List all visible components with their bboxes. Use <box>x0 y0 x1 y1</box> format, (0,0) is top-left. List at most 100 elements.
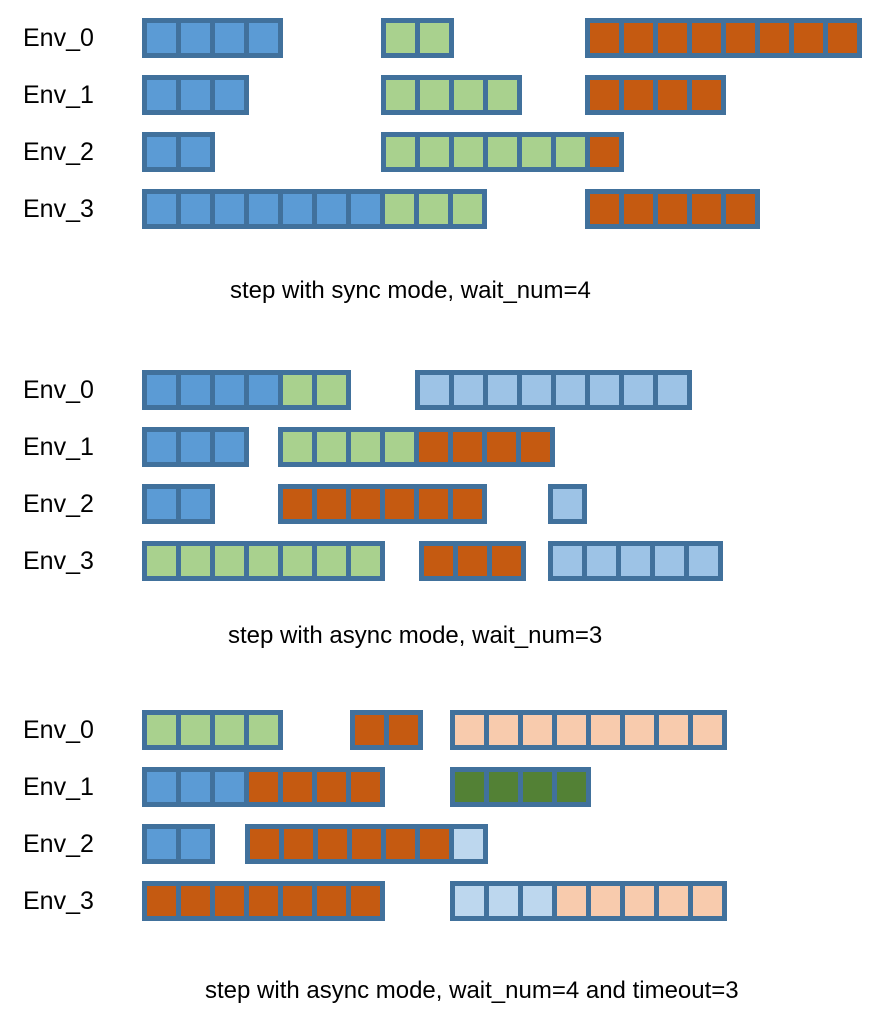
step-cell-peach <box>591 886 620 916</box>
step-cell-orange <box>351 886 380 916</box>
step-cell-blue <box>147 432 176 462</box>
step-cell-green <box>386 23 415 53</box>
step-cell-orange <box>250 829 279 859</box>
step-cell-green <box>181 546 210 576</box>
step-cell-blue <box>181 80 210 110</box>
step-cell-orange <box>318 829 347 859</box>
step-cell-blue <box>147 489 176 519</box>
step-cell-peach <box>489 715 518 745</box>
step-cell-peach <box>591 715 620 745</box>
step-cell-orange <box>487 432 516 462</box>
step-cell-orange <box>284 829 313 859</box>
step-cell-orange <box>181 886 210 916</box>
step-cell-orange <box>351 489 380 519</box>
step-cell-peach <box>625 886 654 916</box>
step-cell-orange <box>590 23 619 53</box>
step-cell-light-blue <box>658 375 687 405</box>
step-cell-light-blue <box>556 375 585 405</box>
step-cell-blue <box>249 194 278 224</box>
step-cell-green <box>420 80 449 110</box>
panel-caption: step with async mode, wait_num=3 <box>228 622 603 649</box>
step-cell-blue <box>147 194 176 224</box>
step-block <box>450 881 727 921</box>
step-cell-peach <box>523 715 552 745</box>
panel-caption: step with async mode, wait_num=4 and tim… <box>205 977 739 1004</box>
step-cell-orange <box>658 194 687 224</box>
step-cell-orange <box>521 432 550 462</box>
step-cell-green <box>317 546 346 576</box>
step-cell-orange <box>420 829 449 859</box>
step-block <box>585 75 726 115</box>
step-cell-pale-blue <box>455 886 484 916</box>
step-cell-orange <box>419 432 448 462</box>
step-cell-green <box>522 137 551 167</box>
step-cell-blue <box>249 23 278 53</box>
step-cell-light-blue <box>587 546 616 576</box>
step-block <box>142 189 487 229</box>
step-cell-blue <box>215 375 244 405</box>
env-label: Env_2 <box>23 830 94 858</box>
step-cell-dark-green <box>557 772 586 802</box>
step-cell-blue <box>147 829 176 859</box>
step-block <box>142 484 215 524</box>
step-cell-light-blue <box>689 546 718 576</box>
step-cell-blue <box>351 194 380 224</box>
step-cell-orange <box>590 80 619 110</box>
step-block <box>142 881 385 921</box>
step-cell-light-blue <box>621 546 650 576</box>
step-cell-orange <box>658 23 687 53</box>
step-cell-orange <box>283 489 312 519</box>
step-cell-green <box>215 546 244 576</box>
step-cell-orange <box>726 194 755 224</box>
step-cell-blue <box>249 375 278 405</box>
step-cell-blue <box>181 375 210 405</box>
step-cell-orange <box>492 546 521 576</box>
step-cell-orange <box>828 23 857 53</box>
step-cell-orange <box>283 886 312 916</box>
step-cell-orange <box>389 715 418 745</box>
step-cell-light-blue <box>590 375 619 405</box>
step-cell-orange <box>215 886 244 916</box>
step-cell-dark-green <box>523 772 552 802</box>
step-cell-pale-blue <box>489 886 518 916</box>
step-cell-dark-green <box>455 772 484 802</box>
step-cell-peach <box>557 886 586 916</box>
step-cell-green <box>181 715 210 745</box>
step-cell-light-blue <box>522 375 551 405</box>
step-cell-blue <box>181 772 210 802</box>
step-cell-blue <box>283 194 312 224</box>
step-block <box>142 427 249 467</box>
step-cell-peach <box>557 715 586 745</box>
step-cell-green <box>215 715 244 745</box>
step-cell-light-blue <box>553 489 582 519</box>
step-cell-light-blue <box>553 546 582 576</box>
env-label: Env_3 <box>23 547 94 575</box>
step-cell-orange <box>386 829 415 859</box>
step-cell-green <box>385 432 414 462</box>
env-label: Env_0 <box>23 24 94 52</box>
step-cell-orange <box>419 489 448 519</box>
step-cell-orange <box>424 546 453 576</box>
step-block <box>245 824 488 864</box>
step-cell-green <box>454 80 483 110</box>
step-block <box>142 18 283 58</box>
step-cell-green <box>283 432 312 462</box>
step-cell-blue <box>215 432 244 462</box>
step-cell-green <box>556 137 585 167</box>
step-cell-orange <box>283 772 312 802</box>
step-cell-green <box>351 432 380 462</box>
step-cell-green <box>420 23 449 53</box>
step-cell-orange <box>351 772 380 802</box>
step-cell-orange <box>624 80 653 110</box>
step-cell-orange <box>692 23 721 53</box>
step-cell-blue <box>147 23 176 53</box>
step-cell-light-blue <box>454 375 483 405</box>
step-cell-blue <box>147 137 176 167</box>
step-cell-green <box>283 375 312 405</box>
step-cell-blue <box>181 194 210 224</box>
env-label: Env_3 <box>23 887 94 915</box>
step-cell-blue <box>181 489 210 519</box>
step-cell-blue <box>181 23 210 53</box>
step-cell-blue <box>181 829 210 859</box>
step-cell-orange <box>760 23 789 53</box>
